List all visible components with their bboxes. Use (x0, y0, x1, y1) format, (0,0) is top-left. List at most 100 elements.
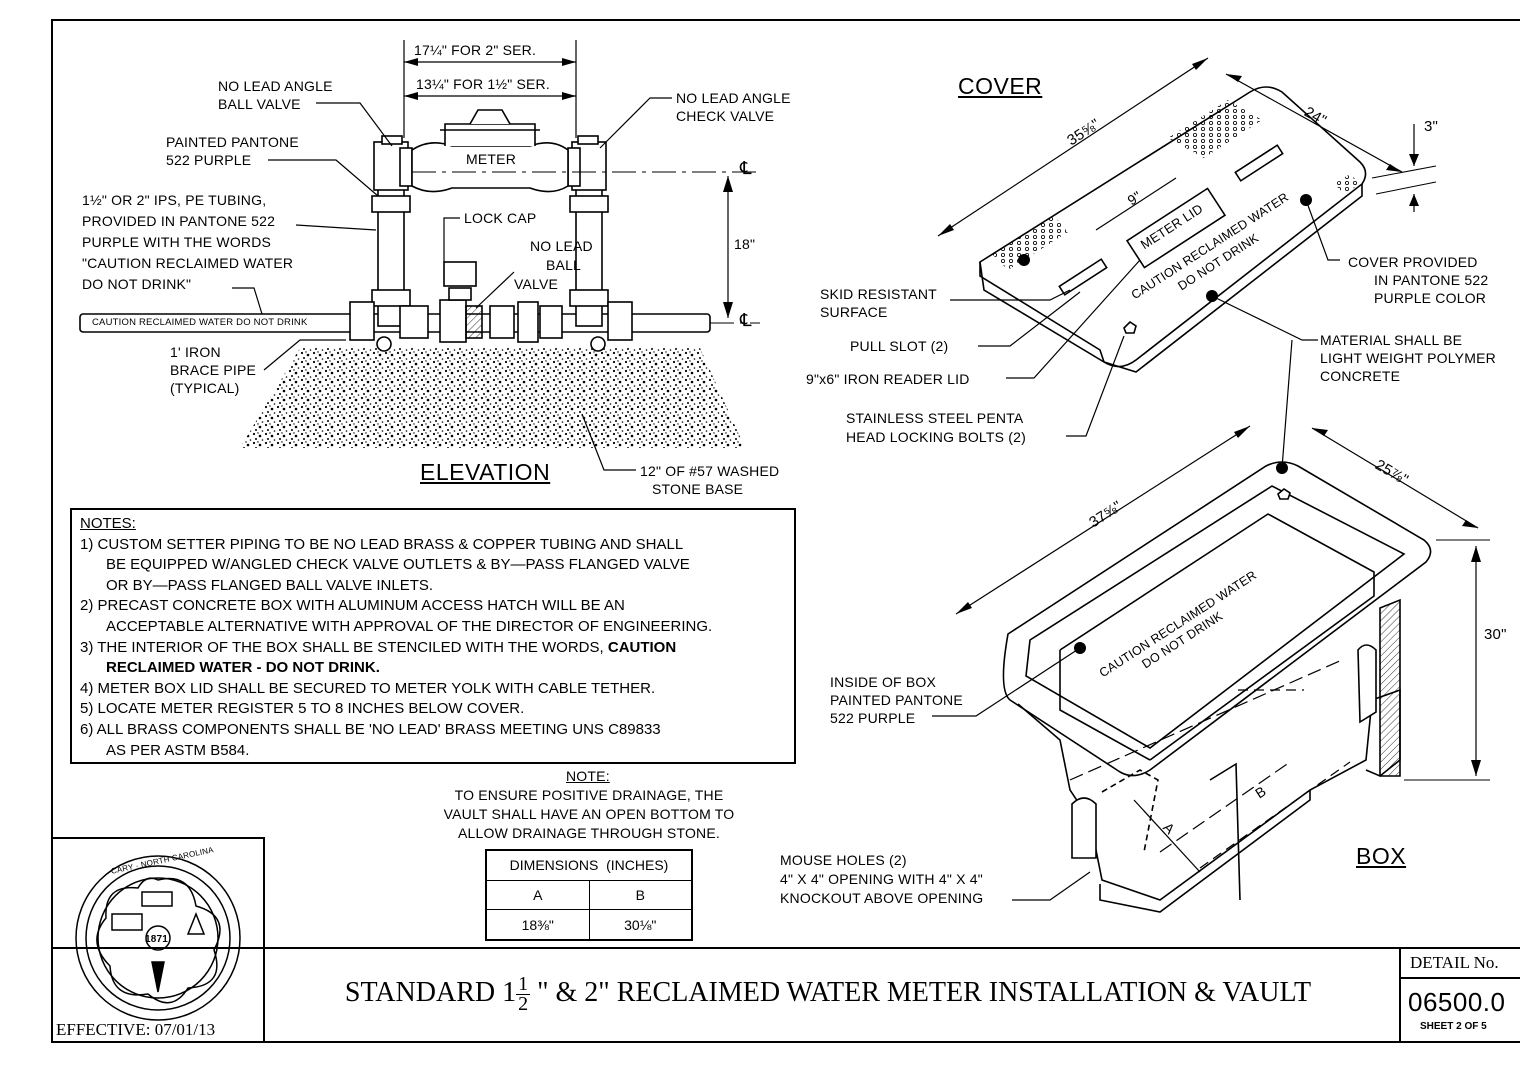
note-3a: 3) THE INTERIOR OF THE BOX SHALL BE STEN… (80, 638, 786, 659)
table-row: DIMENSIONS (INCHES) (485, 849, 693, 881)
town-seal (75, 855, 241, 1021)
dim-18: 18" (734, 236, 756, 252)
lock-cap (443, 261, 477, 287)
painted-label-2: 522 PURPLE (166, 152, 252, 168)
nl-ball-label-1: NO LEAD (530, 238, 593, 254)
ball-valve-label-2: BALL VALVE (218, 96, 301, 112)
dim-1-5-ser: 13¼" FOR 1½" SER. (416, 76, 550, 92)
note-3a-bold: CAUTION (607, 638, 677, 656)
tubing-label-5: DO NOT DRINK" (82, 276, 192, 292)
check-valve-label-2: CHECK VALVE (676, 108, 775, 124)
note-3b: RECLAIMED WATER - DO NOT DRINK. (80, 658, 786, 679)
lock-cap-label: LOCK CAP (464, 210, 537, 226)
reader-lid-label: 9"x6" IRON READER LID (806, 371, 970, 387)
reader-lid (1125, 187, 1227, 269)
box-drawing (932, 425, 1490, 913)
note-4: 4) METER BOX LID SHALL BE SECURED TO MET… (80, 679, 656, 697)
centerline-symbol-2: ℄ (740, 310, 752, 330)
dims-val-a: 18⅜" (485, 909, 590, 941)
ball-valve-label-1: NO LEAD ANGLE (218, 78, 333, 94)
provided-label-3: PURPLE COLOR (1374, 290, 1487, 306)
bolts-label-2: HEAD LOCKING BOLTS (2) (846, 429, 1026, 445)
brace-label-1: 1' IRON (170, 344, 221, 360)
inside-label-3: 522 PURPLE (830, 710, 916, 726)
note-6a: 6) ALL BRASS COMPONENTS SHALL BE 'NO LEA… (80, 720, 661, 738)
tubing-label-3: PURPLE WITH THE WORDS (82, 234, 272, 250)
box-heading: BOX (1356, 843, 1407, 869)
nl-ball-label-3: VALVE (514, 276, 559, 292)
meter-label: METER (466, 151, 516, 167)
note-3b-bold: RECLAIMED WATER - DO NOT DRINK. (106, 659, 380, 677)
note-6b: AS PER ASTM B584. (106, 741, 250, 759)
sheet-number: SHEET 2 OF 5 (1420, 1021, 1487, 1032)
note2-heading: NOTE: (566, 768, 610, 784)
provided-label-2: IN PANTONE 522 (1374, 272, 1489, 288)
note-3a-text: 3) THE INTERIOR OF THE BOX SHALL BE STEN… (80, 638, 608, 656)
provided-label-1: COVER PROVIDED (1348, 254, 1478, 270)
pull-slot-label: PULL SLOT (2) (850, 338, 949, 354)
stone-base (240, 348, 745, 448)
detail-number: 06500.0 (1408, 987, 1506, 1017)
check-valve-label-1: NO LEAD ANGLE (676, 90, 791, 106)
painted-label-1: PAINTED PANTONE (166, 134, 299, 150)
inside-label-2: PAINTED PANTONE (830, 692, 963, 708)
note-1a: 1) CUSTOM SETTER PIPING TO BE NO LEAD BR… (80, 535, 684, 553)
inside-label-1: INSIDE OF BOX (830, 674, 937, 690)
skid-label-1: SKID RESISTANT (820, 286, 937, 302)
stone-label-1: 12" OF #57 WASHED (640, 463, 780, 479)
dim-2-ser: 17¼" FOR 2" SER. (414, 42, 537, 58)
table-row: 18⅜"30⅛" (485, 909, 693, 941)
nl-ball-label-2: BALL (546, 257, 582, 273)
detail-label: DETAIL No. (1410, 953, 1499, 972)
stone-label-2: STONE BASE (652, 481, 744, 497)
note-2b: ACCEPTABLE ALTERNATIVE WITH APPROVAL OF … (106, 617, 713, 635)
title-pre: STANDARD 1 (344, 976, 517, 1008)
note2-line-2: VAULT SHALL HAVE AN OPEN BOTTOM TO (443, 806, 735, 822)
note-1c: OR BY—PASS FLANGED BALL VALVE INLETS. (106, 576, 434, 594)
tubing-label-1: 1½" OR 2" IPS, PE TUBING, (82, 192, 267, 208)
dims-val-b: 30⅛" (588, 909, 693, 941)
effective-date: EFFECTIVE: 07/01/13 (56, 1020, 216, 1039)
material-label-2: LIGHT WEIGHT POLYMER (1320, 350, 1496, 366)
note-2a: 2) PRECAST CONCRETE BOX WITH ALUMINUM AC… (80, 597, 625, 615)
cover-dim-height: 3" (1424, 118, 1439, 135)
dims-col-b: B (588, 879, 693, 911)
mouse-label-2: 4" X 4" OPENING WITH 4" X 4" (780, 871, 983, 887)
mouse-label-1: MOUSE HOLES (2) (780, 852, 907, 868)
cover-drawing (937, 57, 1437, 469)
elevation-heading: ELEVATION (420, 459, 551, 485)
title-post: " & 2" RECLAIMED WATER METER INSTALLATIO… (530, 976, 1312, 1008)
title-frac-den: 2 (518, 993, 529, 1015)
elevation-drawing (79, 40, 760, 471)
seal-year: 1871 (145, 934, 169, 945)
material-label-3: CONCRETE (1320, 368, 1401, 384)
notes-heading: NOTES: (80, 515, 136, 532)
bolts-label-1: STAINLESS STEEL PENTA (846, 410, 1024, 426)
brace-label-3: (TYPICAL) (170, 380, 240, 396)
tubing-label-2: PROVIDED IN PANTONE 522 (82, 213, 276, 229)
centerline-symbol-1: ℄ (740, 158, 752, 178)
note-5: 5) LOCATE METER REGISTER 5 TO 8 INCHES B… (80, 700, 525, 718)
mouse-label-3: KNOCKOUT ABOVE OPENING (780, 890, 984, 906)
skid-label-2: SURFACE (820, 304, 888, 320)
dims-header: DIMENSIONS (INCHES) (485, 849, 693, 881)
cover-heading: COVER (958, 73, 1043, 99)
tubing-label-4: "CAUTION RECLAIMED WATER (82, 255, 294, 271)
pipe-stencil-text: CAUTION RECLAIMED WATER DO NOT DRINK (92, 317, 308, 328)
notes-box: NOTES: 1) CUSTOM SETTER PIPING TO BE NO … (70, 508, 796, 764)
sheet-border (51, 19, 1520, 1043)
note-1b: BE EQUIPPED W/ANGLED CHECK VALVE OUTLETS… (106, 556, 690, 574)
box-dim-height: 30" (1484, 626, 1507, 643)
note2-line-1: TO ENSURE POSITIVE DRAINAGE, THE (454, 787, 724, 803)
material-label-1: MATERIAL SHALL BE (1320, 332, 1463, 348)
dims-col-a: A (485, 879, 590, 911)
title-frac-num: 1 (516, 973, 531, 995)
brace-label-2: BRACE PIPE (170, 362, 257, 378)
meter-body (411, 142, 569, 193)
note2-line-3: ALLOW DRAINAGE THROUGH STONE. (458, 825, 720, 841)
